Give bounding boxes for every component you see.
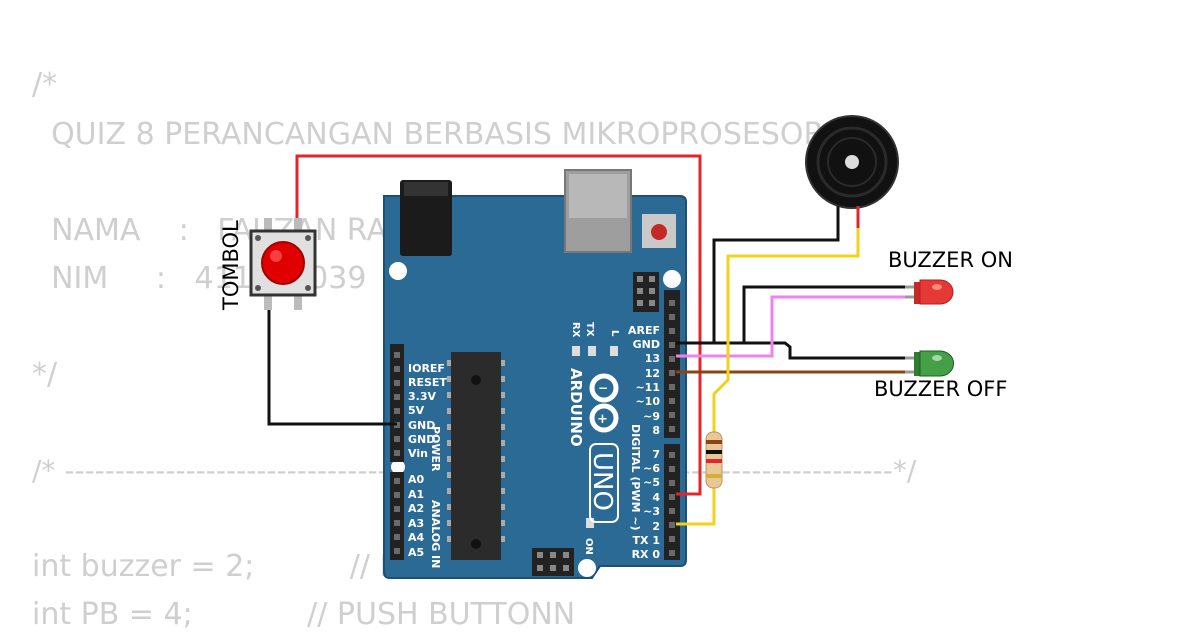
power-pin-label: IOREF (408, 362, 445, 375)
digital-header-label: DIGITAL (PWM ~) (629, 424, 642, 531)
arduino-model: UNO (587, 452, 617, 511)
analog-pin-label: A4 (408, 531, 425, 544)
mounting-hole (578, 559, 596, 577)
l-label: L (609, 330, 620, 337)
svg-text:+: + (597, 412, 608, 427)
digital-pin-label: GND (633, 338, 660, 351)
analog-header-label: ANALOG IN (429, 500, 442, 568)
wire-yellow-resistor-to-d2 (676, 488, 716, 526)
digital-pin-label: 4 (652, 491, 660, 504)
power-pin-label: Vin (408, 447, 428, 460)
mounting-hole (663, 270, 681, 288)
code-line: /* (32, 67, 58, 102)
buzzer-on-label: BUZZER ON (888, 248, 1013, 272)
code-line: QUIZ 8 PERANCANGAN BERBASIS MIKROPROSESO… (32, 117, 825, 152)
analog-pin-label: A0 (408, 473, 425, 486)
tx-label: TX (584, 322, 595, 337)
wire-pink-redled-to-d13 (676, 295, 913, 358)
power-pin-label: GND (408, 433, 435, 446)
analog-pin-label: A3 (408, 517, 424, 530)
dc-jack (400, 180, 452, 256)
tx-led (588, 346, 596, 356)
on-led (586, 518, 594, 528)
power-pin-label: RESET (408, 376, 447, 389)
red-led[interactable] (905, 279, 954, 305)
buzzer-off-label: BUZZER OFF (874, 377, 1008, 401)
digital-pin-label: ~5 (643, 476, 660, 489)
wire-black-button-to-gnd (267, 310, 397, 426)
power-pin-label: 5V (408, 404, 425, 417)
digital-pin-label: 2 (652, 520, 660, 533)
mounting-hole (389, 262, 407, 280)
digital-pin-label: ~9 (643, 410, 660, 423)
wire-black-redled-to-gnd (714, 285, 913, 345)
svg-text:−: − (598, 381, 608, 395)
digital-pin-label: ~3 (643, 505, 660, 518)
wire-black-buzzer-to-gnd (676, 212, 840, 345)
l-led (610, 346, 618, 356)
on-label: ON (583, 538, 594, 555)
arduino-logo: − + (589, 373, 619, 433)
arduino-brand: ARDUINO (567, 368, 585, 447)
mounting-hole (391, 460, 405, 474)
analog-header (390, 472, 404, 560)
digital-pin-label: 12 (645, 367, 660, 380)
digital-pin-label: RX 0 (632, 548, 661, 561)
power-pin-label: 3.3V (408, 390, 436, 403)
digital-pin-label: AREF (628, 324, 660, 337)
atmega-chip (451, 352, 501, 560)
power-pin-label: GND (408, 419, 435, 432)
green-led[interactable] (905, 350, 955, 377)
wire-red-button-to-d4 (295, 154, 702, 496)
digital-pin-label: ~10 (635, 395, 660, 408)
code-line: int PB = 4; // PUSH BUTTONN (32, 597, 576, 632)
digital-pin-label: ~6 (643, 462, 660, 475)
analog-pin-label: A2 (408, 502, 424, 515)
rx-led (572, 346, 580, 356)
analog-pin-label: A5 (408, 546, 424, 559)
digital-pin-label: ~11 (635, 381, 660, 394)
digital-pin-label: 13 (645, 352, 660, 365)
digital-header-top (664, 290, 680, 438)
analog-pin-label: A1 (408, 488, 424, 501)
digital-pin-label: 8 (652, 424, 660, 437)
icsp-header (633, 272, 659, 312)
digital-pin-label: TX 1 (633, 534, 660, 547)
code-line: */ (32, 357, 58, 392)
resistor[interactable] (705, 431, 723, 489)
arduino-uno-board[interactable]: IOREF RESET 3.3V 5V GND GND Vin A0 A1 A2… (383, 169, 687, 579)
power-header-label: POWER (429, 426, 442, 472)
digital-header-bottom (664, 444, 680, 560)
buzzer[interactable] (805, 115, 899, 228)
rx-label: RX (570, 322, 581, 338)
wire-yellow-buzzer-to-resistor (712, 212, 860, 432)
tombol-label: TOMBOL (219, 220, 243, 310)
power-header (390, 344, 404, 462)
digital-pin-label: 7 (652, 448, 660, 461)
push-button[interactable] (249, 218, 317, 310)
